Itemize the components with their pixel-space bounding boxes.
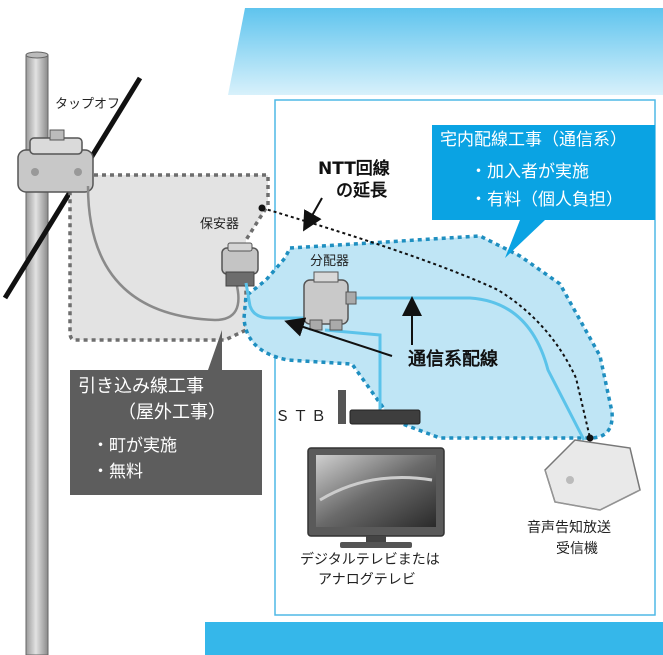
tv-label-1: デジタルテレビまたは (300, 552, 440, 568)
ntt-line (261, 207, 591, 439)
house-roof (228, 8, 663, 95)
ntt-line-label-1: NTT回線 (318, 159, 390, 179)
receiver-label-2: 受信機 (556, 541, 598, 557)
splitter-device (303, 271, 357, 331)
drop-cable (86, 185, 240, 322)
television (307, 447, 445, 548)
protector-device (221, 242, 259, 287)
outdoor-callout-title-1: 引き込み線工事 (78, 376, 204, 397)
outdoor-callout-title-2: （屋外工事） (118, 402, 226, 423)
indoor-callout-item-2: ・有料（個人負担） (470, 190, 623, 210)
ground-strip (205, 622, 663, 655)
splitter-label: 分配器 (310, 254, 350, 269)
tv-label-2: アナログテレビ (318, 572, 416, 588)
ntt-line-label-2: の延長 (336, 181, 387, 201)
indoor-callout-item-1: ・加入者が実施 (470, 162, 589, 182)
comm-wiring-label: 通信系配線 (408, 349, 498, 370)
outdoor-callout-item-1: ・町が実施 (92, 436, 177, 456)
receiver-label-1: 音声告知放送 (527, 520, 611, 536)
tap-off-device (17, 129, 94, 193)
broadcast-receiver (544, 439, 641, 511)
outdoor-callout-bubble (70, 330, 262, 495)
indoor-callout-title: 宅内配線工事（通信系） (440, 130, 627, 150)
indoor-cables (244, 282, 586, 441)
protector-label: 保安器 (200, 217, 240, 232)
tap-off-label: タップオフ (55, 97, 121, 112)
outdoor-zone (68, 173, 270, 342)
arrows (284, 197, 422, 357)
stb-device (338, 390, 421, 425)
outdoor-callout-item-2: ・無料 (92, 462, 143, 482)
stb-label: ＳＴＢ (275, 407, 330, 425)
indoor-callout-bubble (432, 125, 655, 258)
